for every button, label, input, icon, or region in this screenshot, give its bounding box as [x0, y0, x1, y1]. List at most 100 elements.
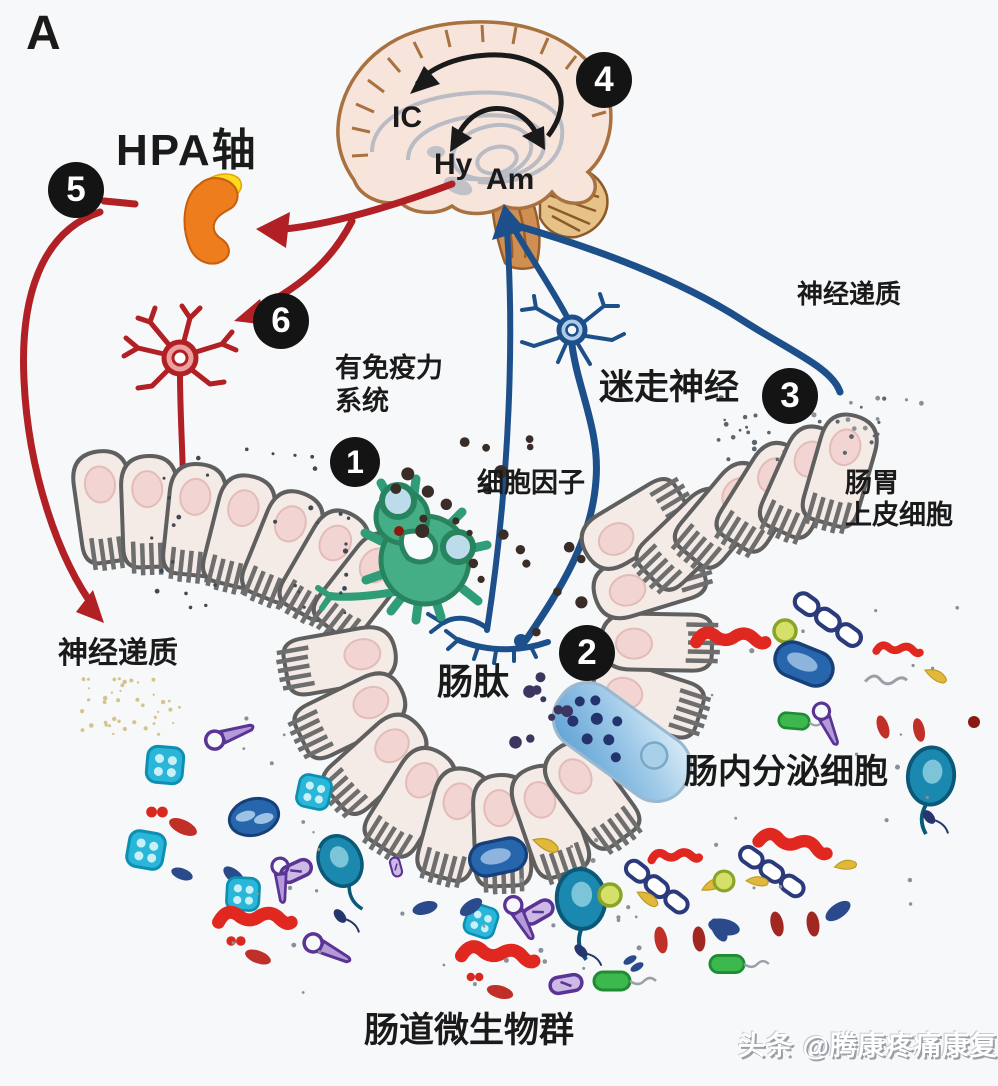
lumen-dust [312, 831, 315, 834]
lumen-dust [442, 963, 446, 967]
adrenal-gland-icon [183, 173, 243, 265]
watermark-text: 头条 @腾康疼痛康复 [738, 1031, 998, 1061]
lumen-dust [875, 417, 880, 421]
lumen-dust [231, 941, 235, 945]
neurotransmitter-dots-left [143, 726, 148, 731]
neuron-release-dots [204, 603, 208, 608]
molecule-sprays [80, 395, 959, 994]
neurotransmitter-dots-left [157, 710, 160, 714]
lumen-dust [908, 902, 913, 906]
neurotransmitter-dots-right [849, 434, 854, 439]
epithelium-label-line1: 肠胃 [845, 468, 899, 498]
cytokine-dots [563, 541, 575, 553]
lumen-dust [569, 844, 574, 849]
neurotransmitter-dots-right [716, 438, 721, 442]
neurotransmitter-dots-left [168, 707, 173, 712]
lumen-dust [400, 911, 405, 916]
brain-circuit-arrows [415, 52, 564, 145]
neurotransmitter-dots-left [89, 723, 94, 728]
neurotransmitter-dots-right [753, 413, 758, 418]
microbe-tadpole [299, 929, 356, 970]
neurotransmitter-dots-right [845, 412, 848, 416]
lumen-dust [904, 398, 909, 402]
microbe-cyansq [123, 827, 169, 873]
lumen-dust [875, 395, 881, 401]
microbe-redsquig [461, 940, 535, 971]
lumen-dust [291, 942, 297, 948]
lumen-dust [519, 878, 524, 883]
neuron-release-dots [196, 455, 201, 461]
neurotransmitter-dots-right [817, 419, 822, 424]
neuron-release-dots [344, 572, 349, 577]
neuron-release-dots [154, 588, 160, 594]
neuron-release-dots [170, 560, 175, 564]
neurotransmitter-dots-right [718, 395, 724, 401]
neuron-release-dots [310, 454, 315, 459]
lumen-dust [551, 923, 556, 928]
lumen-dust [734, 816, 738, 820]
microbe-bluepill [768, 635, 840, 693]
microbe-graythread [863, 667, 909, 694]
microbe-tadpole [201, 716, 258, 754]
microbe-cyansq [143, 743, 187, 787]
neuron-release-dots [213, 583, 217, 587]
neurotransmitter-dots-right [751, 446, 757, 452]
cytokine-dots [468, 558, 479, 569]
neurotransmitter-dots-left [80, 709, 85, 714]
neuron-release-dots [150, 536, 154, 540]
neurotransmitter-dots-left [81, 677, 86, 682]
gut-peptide-dots [535, 672, 546, 683]
neurotransmitter-dots-right [746, 430, 751, 435]
cytokine-dots [553, 587, 562, 596]
gut-peptide-dots [540, 696, 547, 703]
microbe-reddot [968, 716, 980, 728]
lumen-dust [907, 877, 913, 883]
microbe-navpill [410, 898, 440, 918]
cytokine-dots [401, 467, 415, 481]
lumen-dust [582, 966, 586, 970]
lumen-dust [854, 752, 859, 756]
neuron-release-dots [184, 591, 188, 596]
microbe-chain [620, 855, 693, 918]
neurotransmitter-dots-left [110, 691, 114, 694]
neurotransmitter-dots-right [872, 434, 876, 438]
neuron-release-dots [312, 466, 318, 471]
microbe-redoval [485, 982, 515, 1002]
neuron-release-dots [316, 521, 320, 525]
neurotransmitter-dots-right [730, 435, 736, 440]
lumen-dust [626, 905, 631, 910]
microbe-purpill [387, 855, 405, 879]
cytokine-dots [421, 485, 434, 498]
lumen-dust [845, 417, 851, 422]
cytokine-dots [525, 435, 534, 443]
microbe-redsquig [876, 642, 920, 659]
neurotransmitter-dots-right [775, 457, 779, 462]
microbe-blueblob [223, 791, 285, 843]
neurotransmitter-dots-right [726, 457, 731, 462]
neuron-release-dots [342, 548, 349, 554]
neuron-release-dots [162, 476, 166, 480]
lumen-dust [911, 663, 915, 668]
neuron-release-dots [302, 605, 306, 609]
microbe-ycomma [923, 663, 949, 687]
microbe-greenflag [592, 970, 658, 992]
neurotransmitter-dots-left [152, 693, 155, 696]
neuron-release-dots [167, 495, 171, 500]
neurotransmitter-dots-left [87, 677, 90, 681]
neuron-release-dots [188, 605, 193, 610]
neurotransmitter-dots-right [876, 432, 880, 436]
neurotransmitter-dots-left [122, 679, 127, 684]
step-marker-2: 2 [559, 625, 615, 681]
cytokine-dots [494, 465, 508, 479]
neuron-release-dots [339, 591, 343, 595]
lumen-dust [752, 886, 756, 890]
neurotransmitter-dots-left [167, 699, 171, 703]
lumen-dust [919, 400, 924, 406]
microbe-redoval [873, 713, 893, 741]
cytokine-dots [419, 514, 428, 523]
cytokine-dots [482, 484, 493, 495]
neurotransmitter-dots-left [80, 728, 85, 732]
lumen-dust [778, 885, 783, 889]
lumen-dust [801, 629, 805, 633]
neurotransmitter-dots-right [767, 430, 771, 435]
